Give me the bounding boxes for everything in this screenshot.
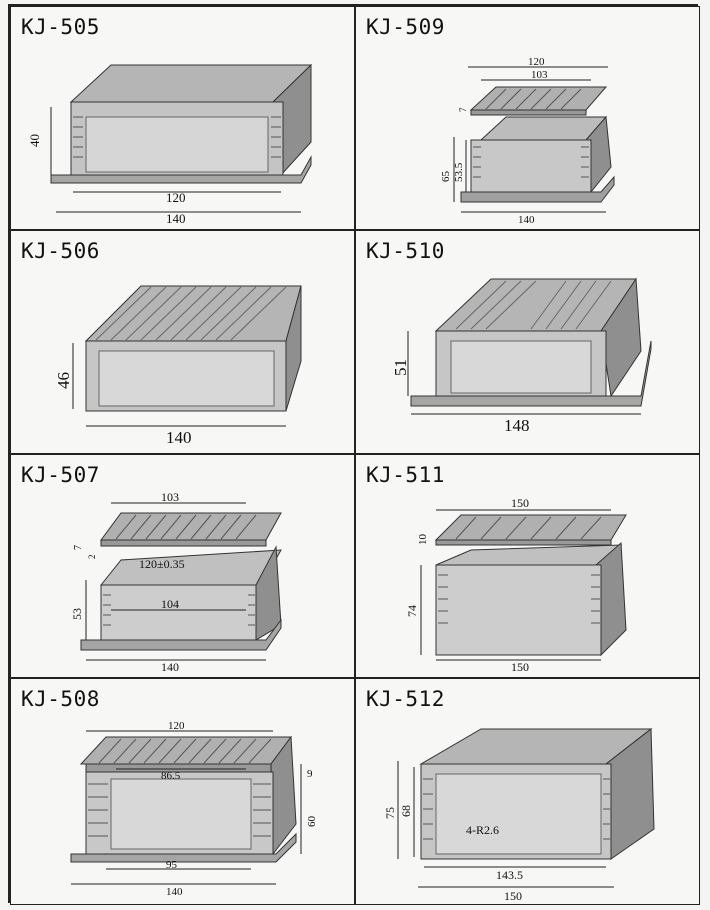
dim-height: 53 xyxy=(70,608,84,620)
cell-kj-509: KJ-509 120 103 7 65 53.5 140 xyxy=(355,6,700,230)
dim-top-height: 9 xyxy=(307,768,313,780)
dim-inner: 143.5 xyxy=(496,868,523,882)
model-label: KJ-506 xyxy=(21,239,100,263)
enclosure-drawing: 103 7 2 120±0.35 104 53 140 xyxy=(70,490,282,674)
cell-kj-510: KJ-510 51 148 xyxy=(355,230,700,454)
enclosure-drawing: 51 148 xyxy=(391,277,652,435)
dim-height: 74 xyxy=(405,605,419,617)
dim-top-height: 10 xyxy=(417,534,429,546)
enclosure-drawing: 75 68 4-R2.6 143.5 150 xyxy=(383,728,655,903)
model-label: KJ-511 xyxy=(366,463,445,487)
dim-top-width: 120 xyxy=(528,56,545,68)
dim-width: 140 xyxy=(518,214,535,226)
dim-width: 140 xyxy=(166,211,186,226)
cell-kj-508: KJ-508 120 86.5 9 60 95 140 xyxy=(10,678,355,905)
model-label: KJ-508 xyxy=(21,687,100,711)
dim-top-width: 120 xyxy=(168,720,185,732)
enclosure-drawing: 150 10 74 150 xyxy=(405,496,627,674)
dim-top-width: 103 xyxy=(161,490,179,504)
dim-mid: 86.5 xyxy=(161,770,181,782)
cell-kj-511: KJ-511 150 10 74 150 xyxy=(355,454,700,678)
model-label: KJ-509 xyxy=(366,15,445,39)
dim-top-1: 7 xyxy=(73,545,84,550)
cell-kj-507: KJ-507 103 7 2 120±0.35 104 53 140 xyxy=(10,454,355,678)
dim-height: 46 xyxy=(54,372,73,389)
dim-radius: 4-R2.6 xyxy=(466,823,499,837)
model-label: KJ-507 xyxy=(21,463,100,487)
enclosure-drawing: 46 140 xyxy=(54,285,302,447)
dim-width: 140 xyxy=(166,428,192,447)
dim-inner: 120±0.35 xyxy=(139,557,185,571)
model-label: KJ-510 xyxy=(366,239,445,263)
dim-width: 140 xyxy=(161,660,179,674)
dim-mid: 104 xyxy=(161,597,179,611)
cell-kj-506: KJ-506 46 140 xyxy=(10,230,355,454)
dim-height-2: 53.5 xyxy=(453,162,465,182)
dim-top-height: 7 xyxy=(458,107,468,112)
dim-top-width: 150 xyxy=(511,496,529,510)
dim-height: 60 xyxy=(306,816,318,828)
dim-height: 40 xyxy=(27,134,42,147)
dim-height-2: 68 xyxy=(399,805,413,817)
model-label: KJ-512 xyxy=(366,687,445,711)
dim-inner-width: 120 xyxy=(166,190,186,205)
dim-height: 51 xyxy=(391,359,410,376)
enclosure-drawing: 120 103 7 65 53.5 140 xyxy=(440,56,615,226)
dim-height-1: 65 xyxy=(440,171,452,183)
dim-width: 150 xyxy=(511,660,529,674)
dim-inner: 95 xyxy=(166,859,178,871)
product-grid: KJ-505 40 120 140 KJ-509 xyxy=(8,4,700,905)
cell-kj-512: KJ-512 75 68 4-R2.6 143.5 150 xyxy=(355,678,700,905)
enclosure-drawing: 40 120 140 xyxy=(27,63,313,226)
dim-width: 140 xyxy=(166,886,183,898)
enclosure-drawing: 120 86.5 9 60 95 140 xyxy=(70,720,318,898)
dim-width: 148 xyxy=(504,416,530,435)
dim-height-1: 75 xyxy=(383,807,397,819)
cell-kj-505: KJ-505 40 120 140 xyxy=(10,6,355,230)
model-label: KJ-505 xyxy=(21,15,100,39)
dim-top-2: 2 xyxy=(87,555,97,560)
dim-width: 150 xyxy=(504,889,522,903)
dim-top-inner: 103 xyxy=(531,69,548,81)
